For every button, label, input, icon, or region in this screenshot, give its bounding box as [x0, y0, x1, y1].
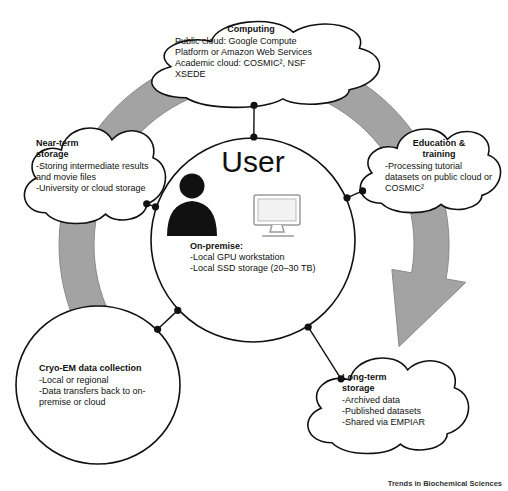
- cloud-outline: [24, 128, 165, 224]
- monitor-base: [262, 235, 294, 237]
- node-text: -Local or regional: [39, 375, 171, 386]
- node-heading: Near-term storage: [36, 138, 98, 160]
- connector-dot: [359, 187, 366, 194]
- text-group: Near-term storage-Storing intermediate r…: [36, 138, 158, 194]
- person-body: [167, 201, 217, 236]
- cloud-outline: [360, 129, 500, 213]
- cloud-node: Education & training-Processing tutorial…: [350, 108, 507, 220]
- connector-dot: [250, 133, 257, 140]
- node-heading: User: [150, 145, 356, 178]
- text-group: On-premise:-Local GPU workstation-Local …: [190, 241, 335, 274]
- text-group: Cryo-EM data collection-Local or regiona…: [39, 363, 171, 408]
- node-text: -Local GPU workstation: [190, 252, 335, 263]
- text-group: Education & training-Processing tutorial…: [385, 138, 493, 194]
- node-text: -Published datasets: [342, 406, 442, 417]
- node-heading: Long-term storage: [342, 372, 404, 394]
- connector-line: [253, 105, 255, 137]
- cloud-outline: [152, 22, 380, 108]
- node-heading: Computing: [175, 24, 327, 35]
- node-text: -Archived data: [342, 395, 442, 406]
- node-text: -Local SSD storage (20–30 TB): [190, 263, 335, 274]
- connector-group: [250, 102, 257, 141]
- node-text: -Storing intermediate results and movie …: [36, 161, 158, 183]
- connector-dot: [337, 375, 344, 382]
- connector-group: [143, 200, 159, 210]
- person-icon: [167, 174, 217, 237]
- node-heading: Cryo-EM data collection: [39, 363, 171, 374]
- node-text: -Processing tutorial datasets on public …: [385, 161, 493, 194]
- node-heading: On-premise:: [190, 241, 335, 252]
- cloud-node: ComputingPublic cloud: Google Compute Pl…: [135, 0, 390, 115]
- node-text: Academic cloud: COSMIC², NSF XSEDE: [175, 58, 327, 80]
- text-group: ComputingPublic cloud: Google Compute Pl…: [175, 24, 327, 80]
- text-group: User: [150, 145, 356, 178]
- cloud-node: Long-term storage-Archived data-Publishe…: [296, 334, 476, 462]
- connector-group: [343, 187, 366, 201]
- monitor: [254, 195, 300, 225]
- circle-outline: [16, 306, 180, 464]
- node-text: Public cloud: Google Compute Platform or…: [175, 36, 327, 58]
- computer-icon: [254, 195, 300, 236]
- connector-group: [154, 307, 181, 333]
- connector-dot: [143, 200, 150, 207]
- connector-group: [305, 323, 345, 382]
- connector-dot: [305, 323, 312, 330]
- node-text: -University or cloud storage: [36, 183, 158, 194]
- connector-dot: [152, 203, 159, 210]
- connector-dot: [250, 102, 257, 109]
- connector-line: [158, 310, 178, 329]
- node-text: -Shared via EMPIAR: [342, 417, 442, 428]
- monitor-stand: [270, 225, 284, 232]
- circle-outline: [151, 138, 355, 342]
- node-text: -Data transfers back to on-premise or cl…: [39, 386, 171, 408]
- monitor-screen: [258, 199, 296, 221]
- text-group: Long-term storage-Archived data-Publishe…: [342, 372, 442, 428]
- node-outline: [135, 0, 390, 115]
- person-head: [180, 174, 205, 199]
- cloud-outline: [308, 358, 469, 454]
- connector-dot: [154, 326, 161, 333]
- node-heading: Education & training: [404, 138, 474, 160]
- source-credit: Trends in Biochemical Sciences: [388, 479, 502, 488]
- connector-dot: [343, 194, 350, 201]
- connector-dot: [174, 307, 181, 314]
- cloud-node: Near-term storage-Storing intermediate r…: [14, 104, 172, 232]
- connector-line: [308, 327, 341, 379]
